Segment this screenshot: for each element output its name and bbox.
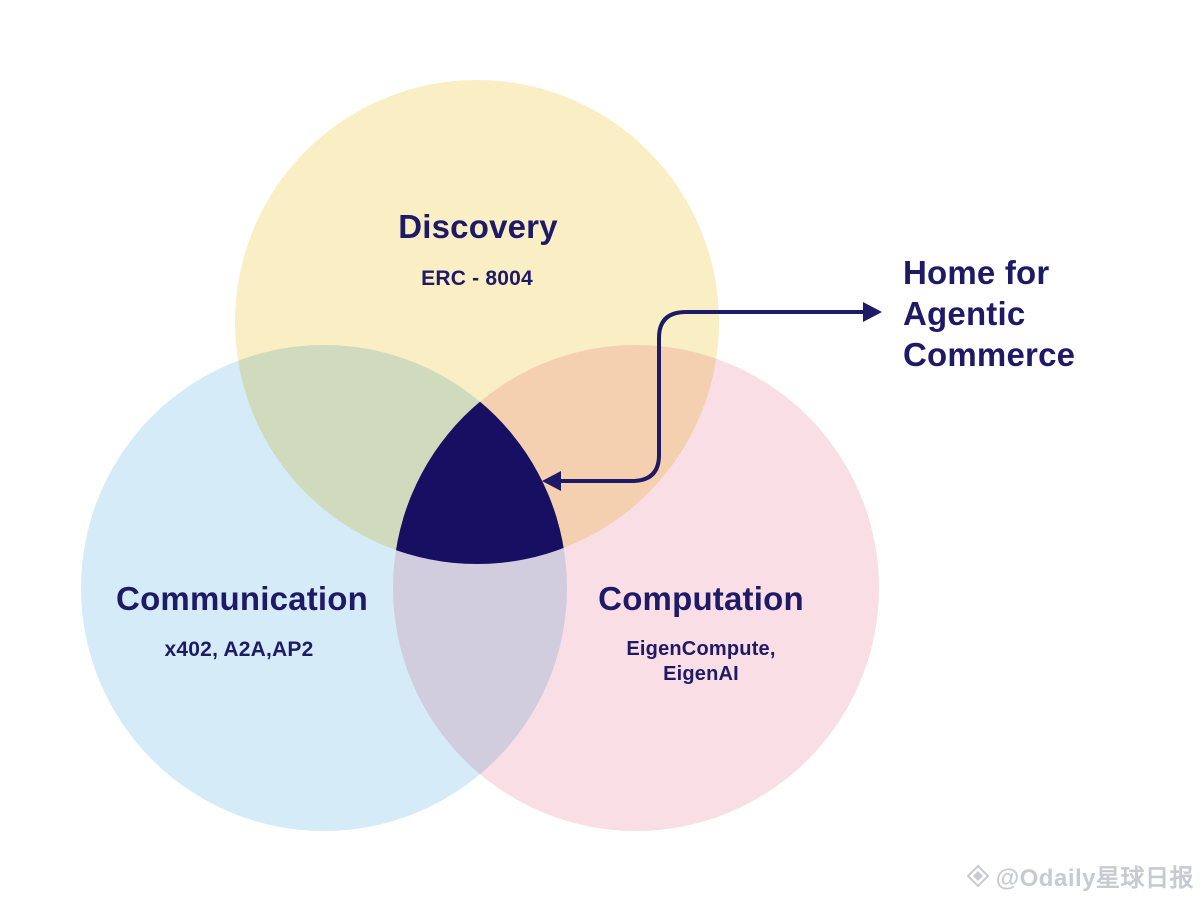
watermark: @Odaily星球日报 [966, 858, 1194, 893]
connector-arrow [554, 310, 868, 483]
discovery-sublabel: ERC - 8004 [421, 267, 533, 290]
communication-label: Communication [116, 580, 368, 617]
computation-label: Computation [598, 580, 804, 617]
computation-sublabel: EigenCompute, EigenAI [626, 638, 776, 685]
watermark-text: @Odaily星球日报 [995, 865, 1194, 892]
annotation-home-for-agentic-commerce: Home for Agentic Commerce [903, 254, 1076, 373]
arrowhead-left-icon [542, 471, 561, 491]
discovery-label: Discovery [398, 208, 558, 245]
odaily-logo-icon [966, 864, 990, 887]
communication-sublabel: x402, A2A,AP2 [164, 638, 314, 661]
arrowhead-right-icon [863, 302, 882, 322]
